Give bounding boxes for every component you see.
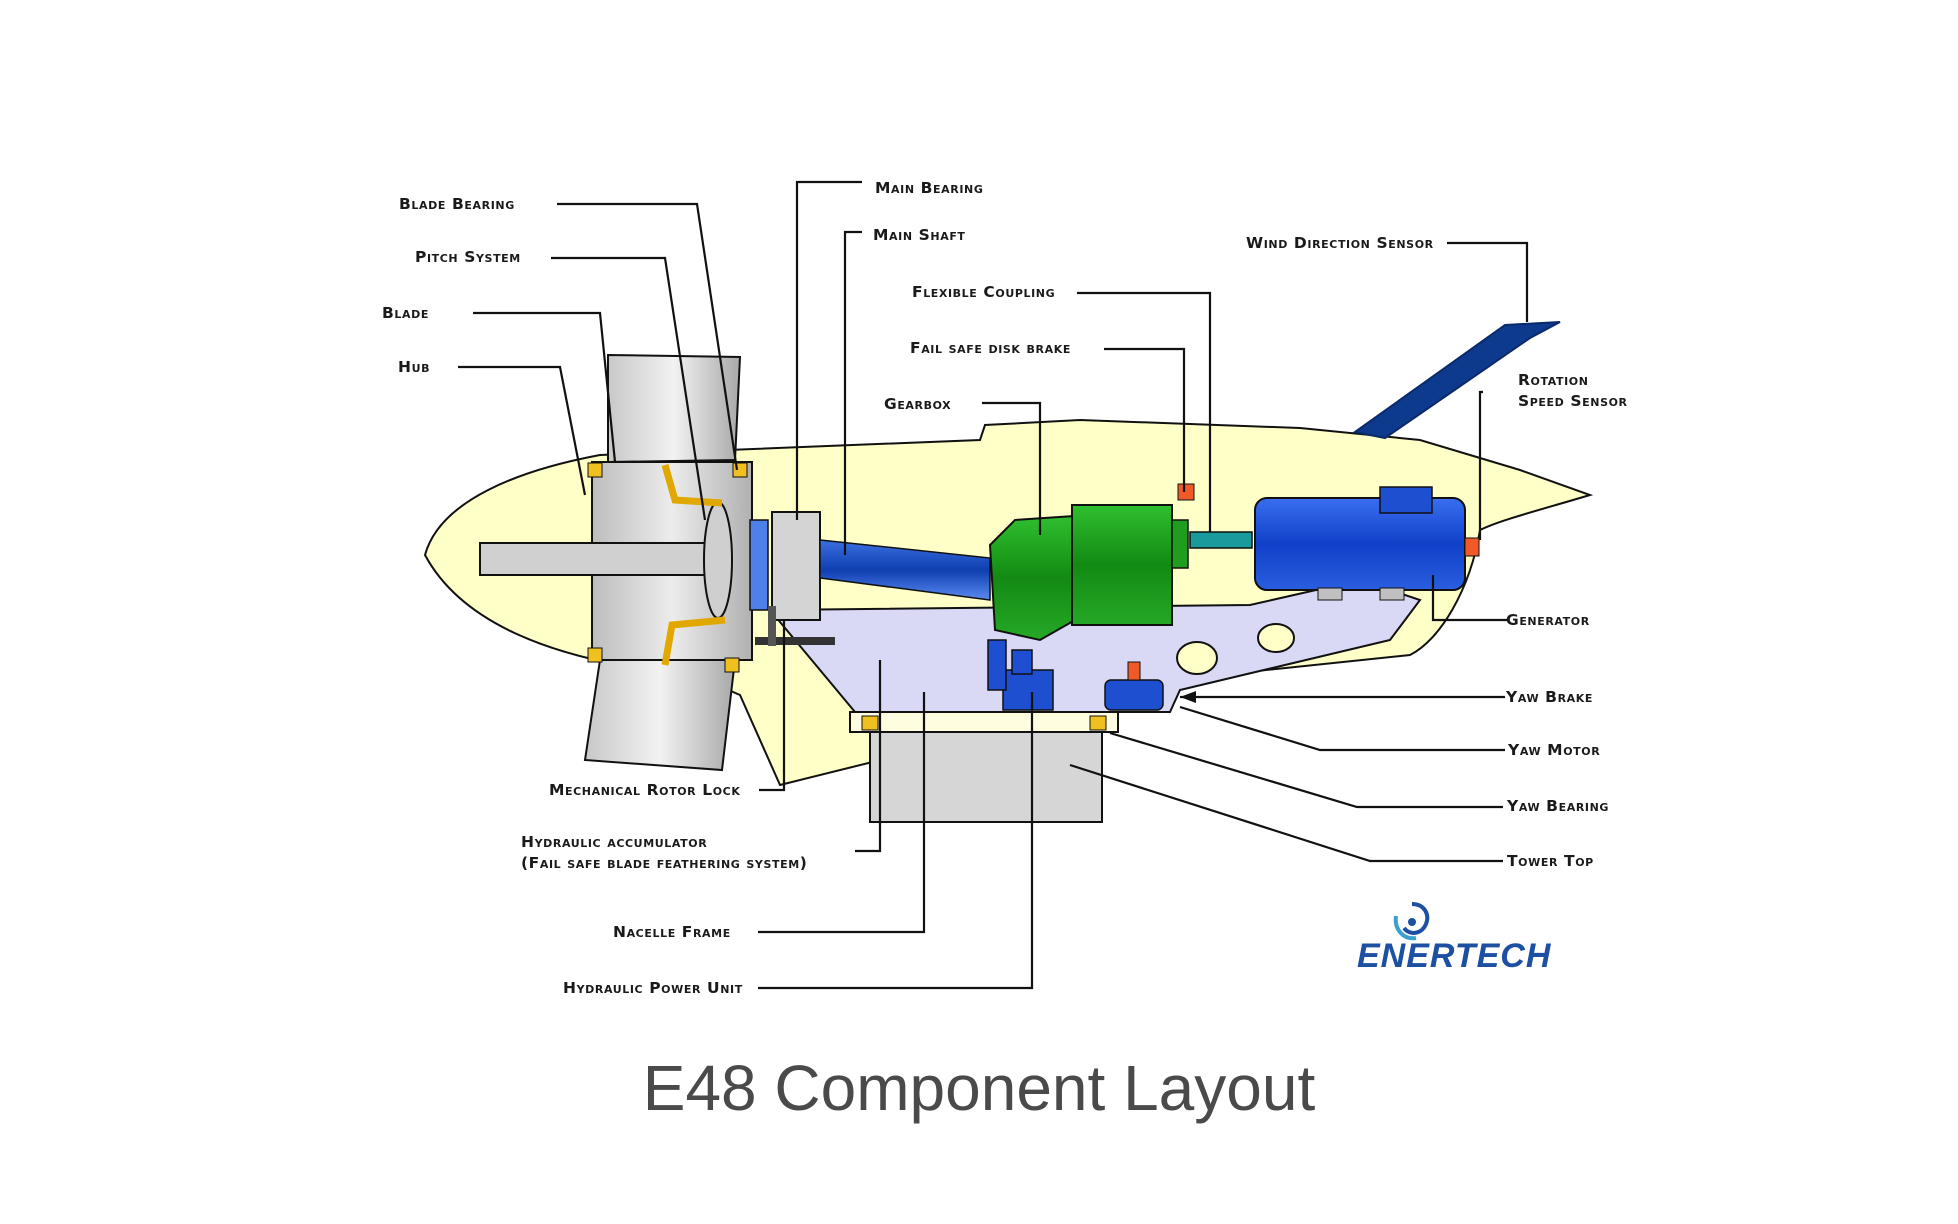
label-hub: Hub: [398, 358, 430, 376]
frame-hole: [1176, 641, 1218, 675]
pitch-arm: [661, 464, 723, 507]
brake-pad: [1177, 483, 1195, 501]
gearbox-shape: [988, 514, 1076, 642]
blade-bearing-bolt: [724, 657, 740, 673]
main-bearing-shape: [771, 511, 821, 621]
generator-foot: [1317, 587, 1343, 601]
yaw-bearing-shape: [849, 711, 1119, 733]
blade-bearing-bolt: [732, 462, 748, 478]
label-tower-top: Tower Top: [1507, 852, 1594, 870]
coupling-shape: [1189, 531, 1253, 549]
label-main-shaft: Main Shaft: [873, 226, 966, 244]
main-shaft-shape: [819, 539, 991, 601]
leader-lines: [458, 180, 1529, 990]
terminal-box: [1379, 486, 1433, 514]
wind-vane: [1352, 321, 1561, 440]
rotation-sensor-shape: [1464, 537, 1480, 557]
logo-text: ENERTECH: [1357, 937, 1552, 975]
pitch-arm: [661, 616, 726, 666]
frame-hole: [1257, 623, 1295, 653]
label-hydraulic-accumulator-line2: (Fail safe blade feathering system): [521, 854, 807, 872]
blade-bottom: [583, 659, 737, 772]
rotor-lock-shape: [755, 637, 835, 645]
label-fail-safe-disk-brake: Fail safe disk brake: [910, 339, 1071, 357]
brake-caliper: [1171, 519, 1189, 569]
yaw-brake-arrow: [1180, 691, 1196, 703]
label-hydraulic-power-unit: Hydraulic Power Unit: [563, 979, 743, 997]
yaw-motor-shape: [1104, 679, 1164, 711]
hydraulic-accumulator-shape: [768, 606, 776, 646]
hub-flange: [703, 501, 733, 619]
hub-spinner: [479, 542, 711, 576]
label-gearbox: Gearbox: [884, 395, 951, 413]
yaw-motor-cap: [1127, 661, 1141, 681]
label-blade-bearing: Blade Bearing: [399, 195, 515, 213]
label-nacelle-frame: Nacelle Frame: [613, 923, 731, 941]
hydraulic-power-unit-shape: [1002, 669, 1054, 711]
label-rotation-speed-sensor: Rotation Speed Sensor: [1518, 371, 1628, 410]
gearbox-shape: [1071, 504, 1173, 626]
label-pitch-system: Pitch System: [415, 248, 521, 266]
label-mechanical-rotor-lock: Mechanical Rotor Lock: [549, 781, 740, 799]
tower-top-shape: [869, 729, 1103, 823]
label-rotation-speed-sensor-line1: Rotation: [1518, 371, 1589, 389]
labels: Blade Bearing Pitch System Blade Hub Mai…: [382, 179, 1628, 997]
label-hydraulic-accumulator: Hydraulic accumulator (Fail safe blade f…: [521, 833, 807, 872]
label-blade: Blade: [382, 304, 429, 322]
page-title: E48 Component Layout: [643, 1052, 1316, 1124]
label-flexible-coupling: Flexible Coupling: [912, 283, 1055, 301]
yaw-bearing-bolt: [1089, 715, 1107, 731]
label-main-bearing: Main Bearing: [875, 179, 983, 197]
label-yaw-motor: Yaw Motor: [1507, 741, 1600, 759]
label-yaw-brake: Yaw Brake: [1505, 688, 1593, 706]
swirl-icon: [1393, 902, 1430, 941]
generator-foot: [1379, 587, 1405, 601]
yaw-bearing-bolt: [861, 715, 879, 731]
label-generator: Generator: [1506, 611, 1590, 629]
label-hydraulic-accumulator-line1: Hydraulic accumulator: [521, 833, 707, 851]
hydraulic-pump: [987, 639, 1007, 691]
enertech-logo: ENERTECH: [1357, 902, 1552, 975]
blade-bearing-bolt: [587, 462, 603, 478]
blade-bearing-bolt: [587, 647, 603, 663]
label-rotation-speed-sensor-line2: Speed Sensor: [1518, 392, 1628, 410]
label-yaw-bearing: Yaw Bearing: [1506, 797, 1609, 815]
main-bearing-ring: [749, 519, 769, 611]
blade-top: [607, 353, 742, 464]
label-wind-direction-sensor: Wind Direction Sensor: [1246, 234, 1434, 252]
hydraulic-valve: [1011, 649, 1033, 675]
